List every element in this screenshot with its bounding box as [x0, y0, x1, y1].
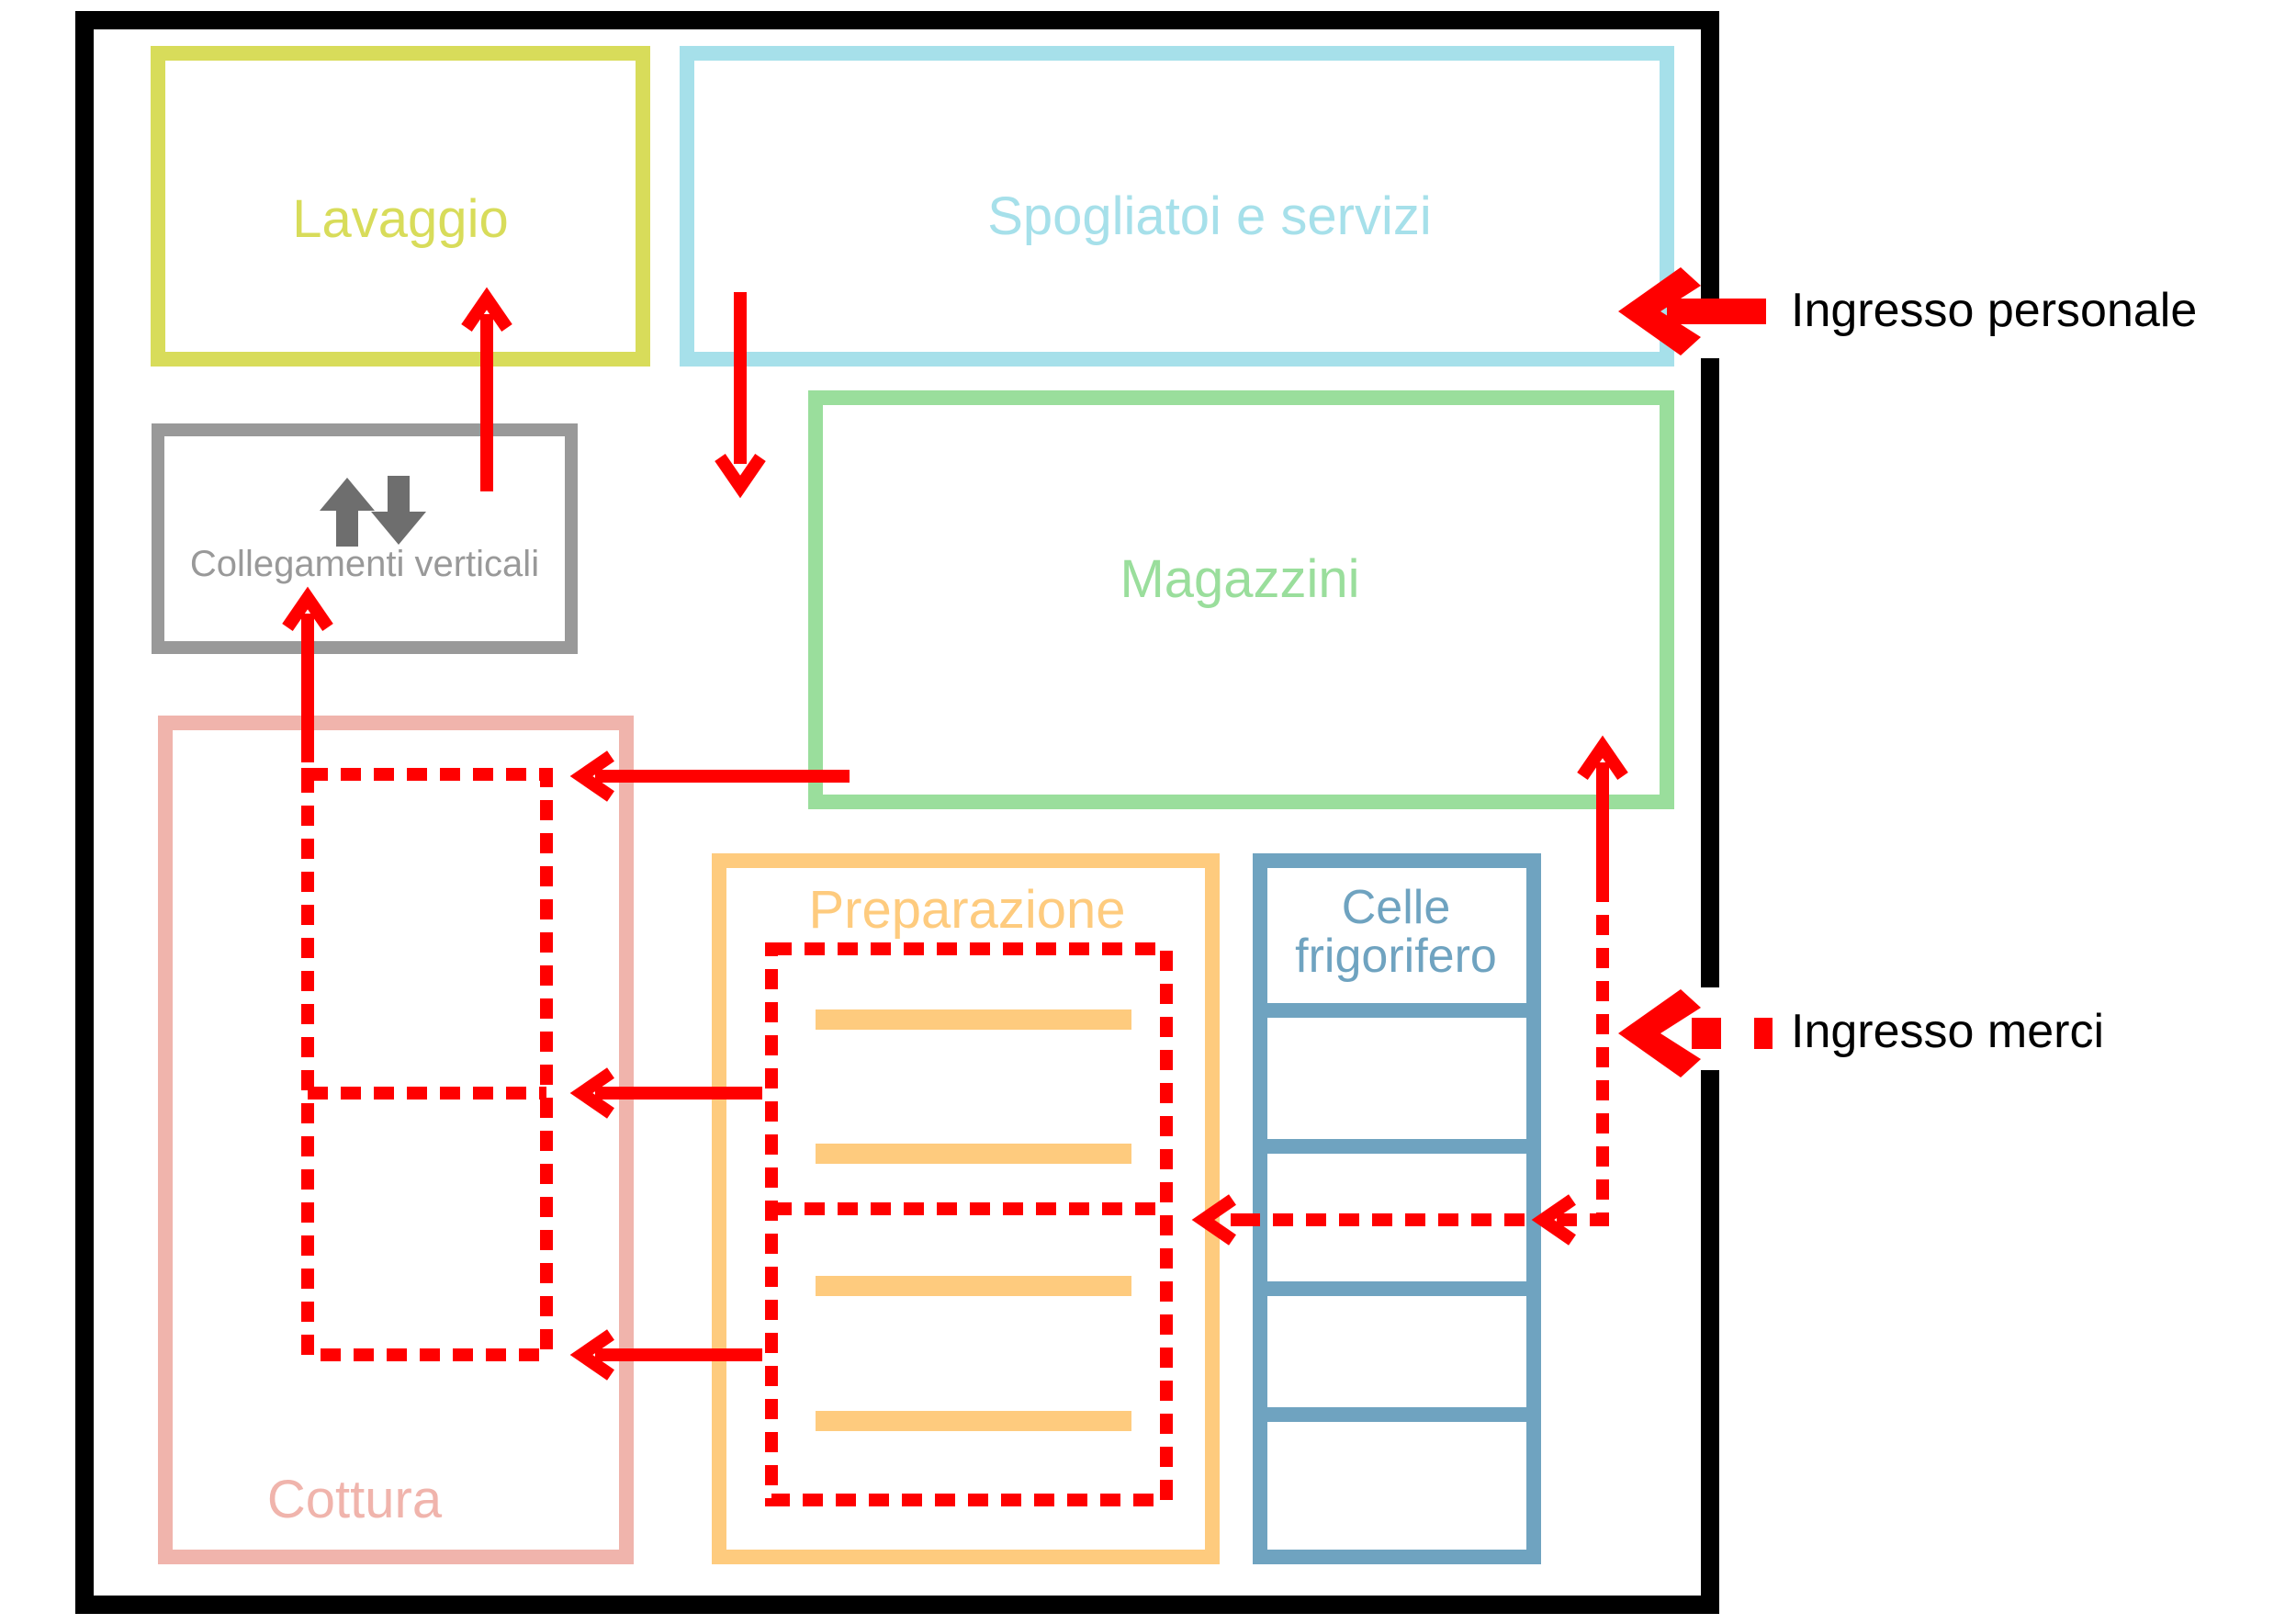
entrance-merci-arrow: [1618, 989, 1773, 1077]
preparation-counters: [816, 1009, 1131, 1431]
room-lavaggio-label: Lavaggio: [292, 189, 508, 249]
building-outline: [75, 11, 1719, 1614]
room-celle: [1253, 853, 1541, 1564]
dotted-flow-paths: [301, 768, 1609, 1506]
room-celle-label-line1: Celle: [1342, 881, 1451, 934]
arrowhead-up-icon: [1577, 735, 1628, 780]
arrowhead-left-icon: [569, 750, 614, 802]
room-preparazione-label: Preparazione: [809, 880, 1126, 940]
cold-cell-dividers: [1260, 1003, 1534, 1422]
room-spogliatoi-label: Spogliatoi e servizi: [987, 186, 1432, 246]
entrance-merci-label: Ingresso merci: [1791, 1005, 2104, 1058]
room-cottura-label: Cottura: [267, 1470, 443, 1529]
room-collegamenti-label: Collegamenti verticali: [190, 544, 539, 584]
merci-dotted-route: [1557, 882, 1609, 1226]
arrowhead-left-icon: [1191, 1194, 1236, 1246]
room-celle-label-line2: frigorifero: [1295, 930, 1497, 983]
room-magazzini: [808, 390, 1674, 809]
room-spogliatoi: [680, 46, 1674, 367]
room-lavaggio: [151, 46, 650, 367]
entrance-personale-label: Ingresso personale: [1791, 284, 2197, 337]
room-cottura: [158, 716, 634, 1564]
arrowhead-left-icon: [569, 1329, 614, 1381]
preparazione-dotted-frame: [765, 942, 1173, 1506]
room-collegamenti: [152, 423, 578, 654]
arrowhead-up-icon: [461, 287, 512, 332]
arrowhead-up-icon: [282, 586, 333, 631]
arrowhead-down-icon: [715, 454, 766, 499]
arrowhead-left-icon: [1531, 1194, 1576, 1246]
arrowhead-left-icon: [569, 1067, 614, 1119]
entrance-personale-arrow: [1618, 267, 1766, 355]
solid-flow-paths: [301, 292, 1609, 1361]
cottura-dotted-frame: [301, 768, 553, 1361]
up-down-arrows-icon: [320, 476, 426, 547]
room-magazzini-label: Magazzini: [1120, 549, 1359, 609]
flow-arrowheads: [282, 287, 1628, 1381]
